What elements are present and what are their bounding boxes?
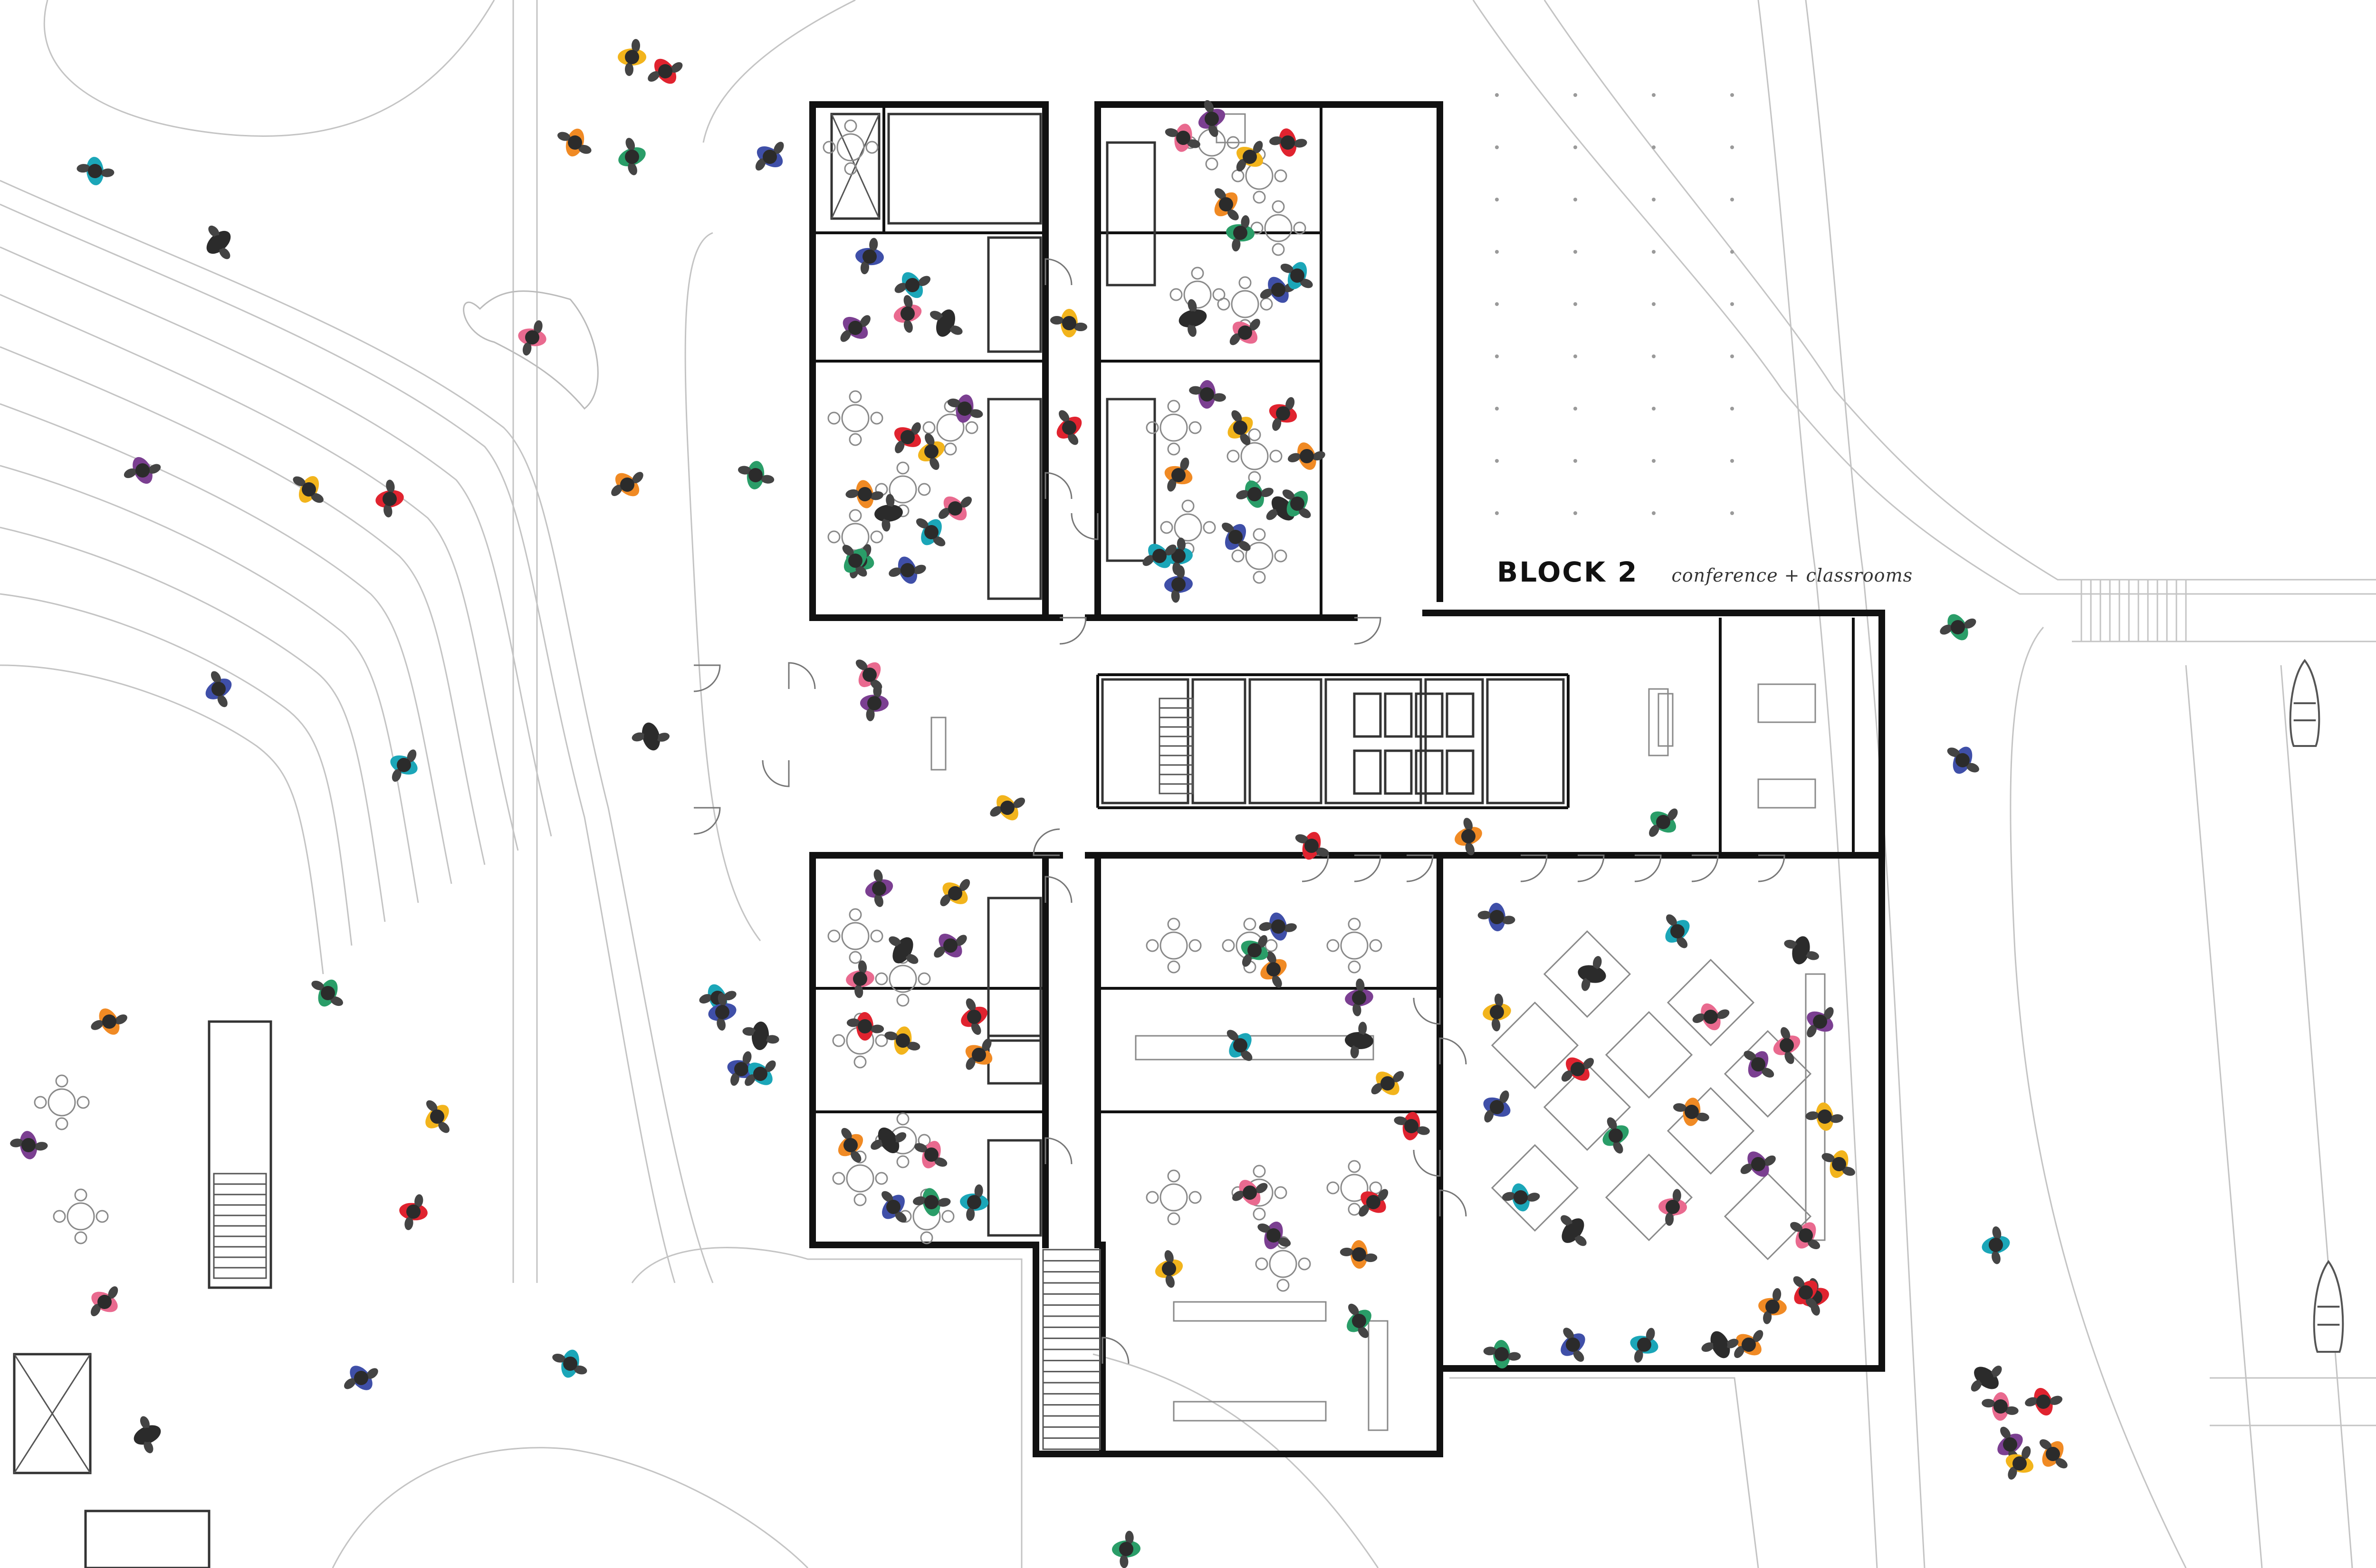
block-title-label: BLOCK 2 <box>1497 556 1638 588</box>
paving-dot-grid <box>1495 93 1734 515</box>
block-title: BLOCK 2 conference + classrooms <box>1497 556 1913 588</box>
stair-icon <box>13 114 1194 1473</box>
restroom-cores <box>13 113 1565 1568</box>
rowboat-icon <box>2289 659 2344 1353</box>
door-swing-icon <box>693 258 1785 1364</box>
person-top-view-icon <box>10 39 2068 1568</box>
interior-partitions <box>813 105 1855 1245</box>
block-title-subtitle: conference + classrooms <box>1671 565 1913 586</box>
furniture-tables <box>34 113 1826 1431</box>
